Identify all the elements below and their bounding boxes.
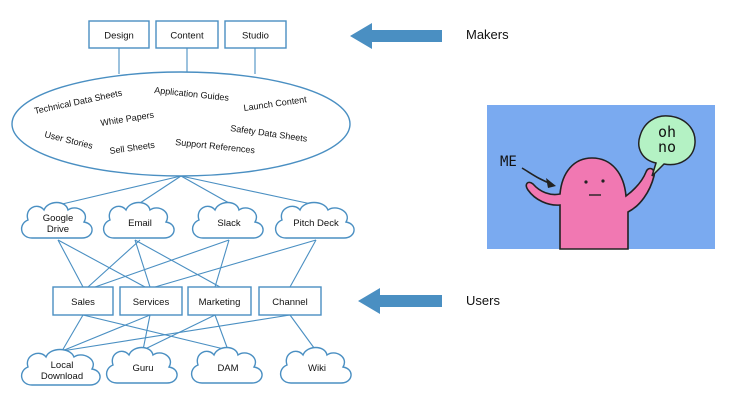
users-label: Users — [466, 293, 500, 308]
connector — [87, 239, 141, 288]
cloud-slack: Slack — [192, 201, 264, 239]
storage-label-email: Email — [128, 218, 152, 229]
connector — [289, 239, 317, 288]
team-to-channel-lines — [61, 314, 318, 353]
connector — [142, 314, 151, 351]
connector — [134, 239, 221, 288]
team-box-channel — [258, 286, 322, 316]
me-arrowhead-icon — [546, 178, 556, 188]
maker-label-studio: Studio — [242, 31, 269, 42]
cloud-dam: DAM — [191, 346, 263, 384]
makers-arrow — [350, 23, 442, 49]
team-label-services: Services — [133, 297, 170, 308]
connector — [134, 239, 151, 288]
connector — [214, 314, 229, 351]
storage-to-team-lines — [57, 239, 317, 288]
users-arrow — [358, 288, 442, 314]
storage-label-slack: Slack — [217, 218, 240, 229]
blob-eye-left — [584, 180, 588, 184]
team-box-services — [119, 286, 183, 316]
connector — [180, 175, 317, 206]
ellipse-to-storage-lines — [57, 175, 317, 206]
connector — [289, 314, 318, 353]
team-box-sales — [52, 286, 114, 316]
channel-label-dam: DAM — [217, 363, 238, 374]
connector — [139, 175, 182, 204]
cloud-wiki: Wiki — [280, 346, 352, 384]
me-label: ME — [500, 154, 517, 170]
speech-bubble — [638, 115, 696, 177]
cloud-email: Email — [103, 201, 175, 239]
connector — [61, 314, 84, 352]
storage-label-pitch-deck: Pitch Deck — [293, 218, 339, 229]
left-arrow-icon — [358, 288, 442, 314]
connector — [82, 314, 229, 351]
maker-box-design — [88, 20, 150, 49]
connector — [57, 175, 182, 206]
blob-eye-right — [601, 179, 605, 183]
team-label-channel: Channel — [272, 297, 307, 308]
team-label-sales: Sales — [71, 297, 95, 308]
connector — [180, 175, 230, 204]
connector — [214, 239, 230, 288]
channel-label-guru: Guru — [132, 363, 153, 374]
connector — [57, 239, 84, 288]
makers-group: Design Content Studio — [88, 20, 287, 49]
cloud-guru: Guru — [106, 346, 178, 384]
connector — [94, 239, 230, 288]
connector — [154, 239, 317, 288]
makers-label: Makers — [466, 27, 509, 42]
channel-label-wiki: Wiki — [308, 363, 326, 374]
maker-label-content: Content — [170, 31, 204, 42]
maker-label-design: Design — [104, 31, 134, 42]
cloud-pitch-deck: Pitch Deck — [275, 201, 355, 239]
connector — [61, 314, 151, 352]
connector — [57, 239, 146, 288]
left-arrow-icon — [350, 23, 442, 49]
connector — [61, 314, 291, 352]
team-label-marketing: Marketing — [199, 297, 241, 308]
teams-group: Sales Services Marketing Channel — [52, 286, 322, 316]
team-box-marketing — [187, 286, 252, 316]
